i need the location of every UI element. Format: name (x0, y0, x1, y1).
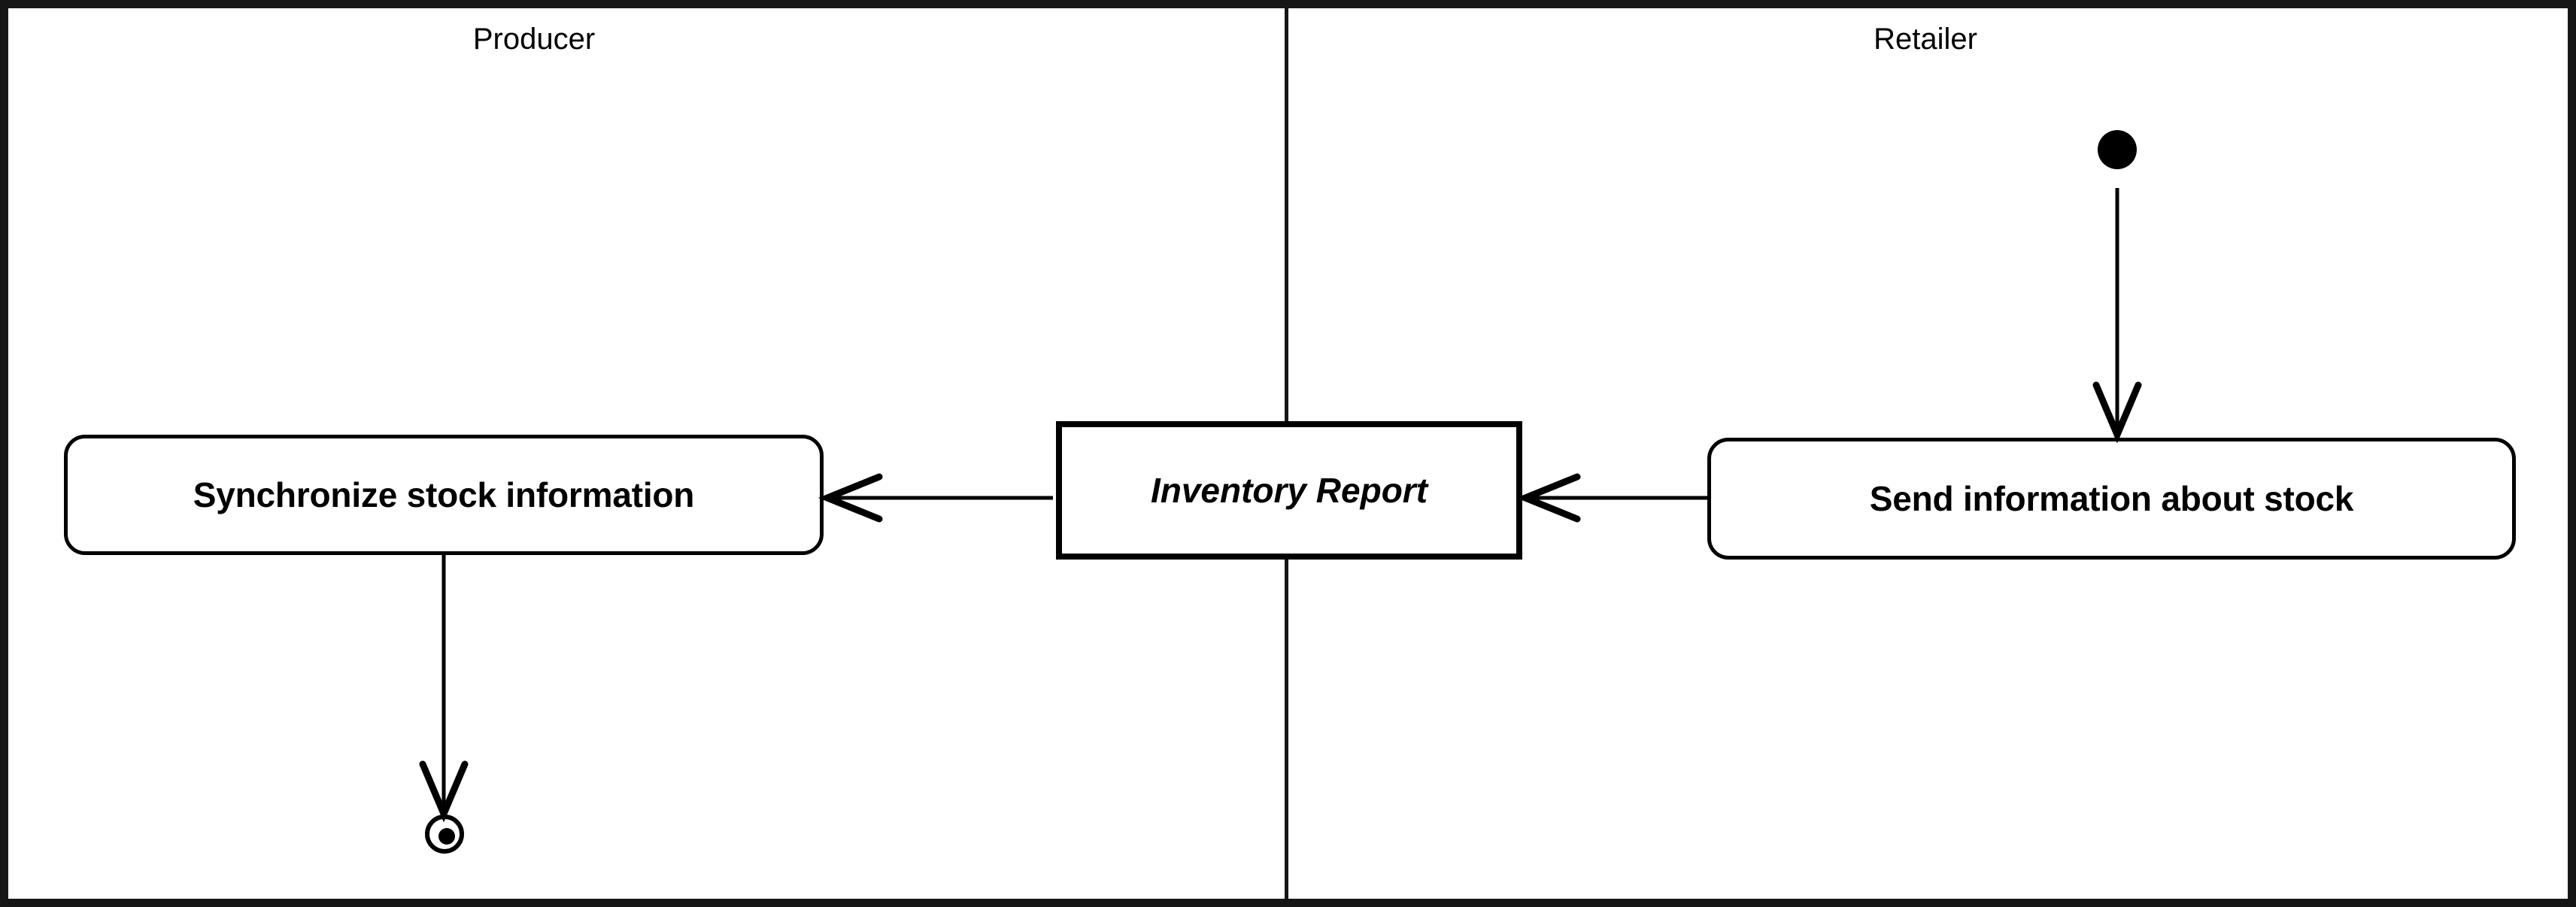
object-node-inventory-report[interactable]: Inventory Report (1056, 421, 1522, 560)
swimlane-header-producer: Producer (472, 23, 596, 56)
initial-node[interactable] (2098, 130, 2137, 169)
activity-final-node-core (438, 828, 455, 845)
action-node-synchronize-stock-information[interactable]: Synchronize stock information (64, 435, 824, 555)
swimlane-header-retailer: Retailer (1874, 23, 1977, 56)
activity-final-node[interactable] (425, 814, 464, 854)
action-label: Synchronize stock information (193, 475, 695, 514)
object-label: Inventory Report (1150, 471, 1428, 510)
action-label: Send information about stock (1869, 479, 2354, 518)
action-node-send-information-about-stock[interactable]: Send information about stock (1707, 438, 2516, 560)
